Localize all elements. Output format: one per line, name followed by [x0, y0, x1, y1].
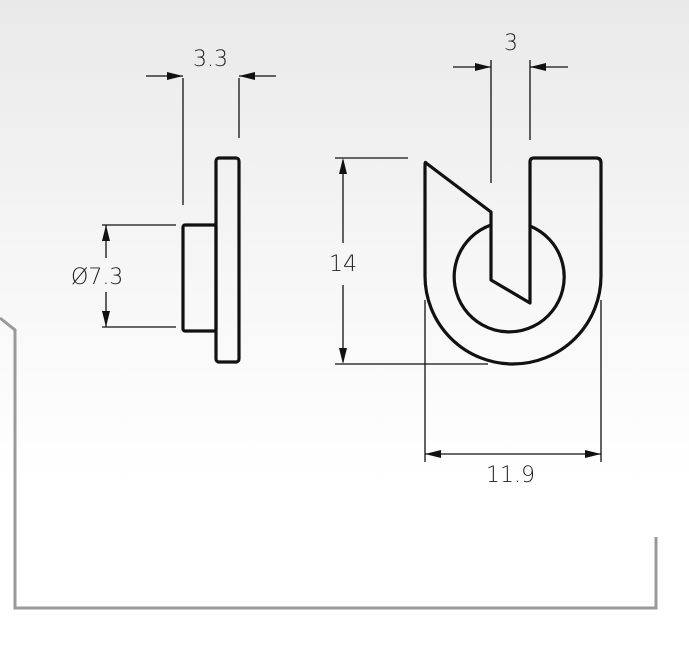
dim-label-thickness: 3.3: [193, 47, 228, 72]
dimension-width: 11.9: [424, 300, 602, 488]
dim-label-width: 11.9: [486, 463, 535, 488]
dimension-diameter: Ø7.3: [71, 224, 176, 328]
side-boss: [181, 223, 218, 333]
side-view: 3.3 Ø7.3: [71, 47, 276, 364]
dimension-thickness: 3.3: [146, 47, 276, 205]
dim-label-diameter: Ø7.3: [71, 265, 123, 290]
dim-label-height: 14: [329, 252, 357, 277]
front-inner-hole: [452, 223, 566, 334]
dim-label-slot-width: 3: [504, 31, 518, 56]
front-outline: [423, 156, 603, 366]
front-view: 3 14 11.9: [329, 31, 603, 488]
dimension-slot-width: 3: [453, 31, 568, 183]
side-flange: [214, 156, 241, 364]
dimension-height: 14: [329, 157, 488, 365]
sheet-frame: [0, 316, 658, 610]
